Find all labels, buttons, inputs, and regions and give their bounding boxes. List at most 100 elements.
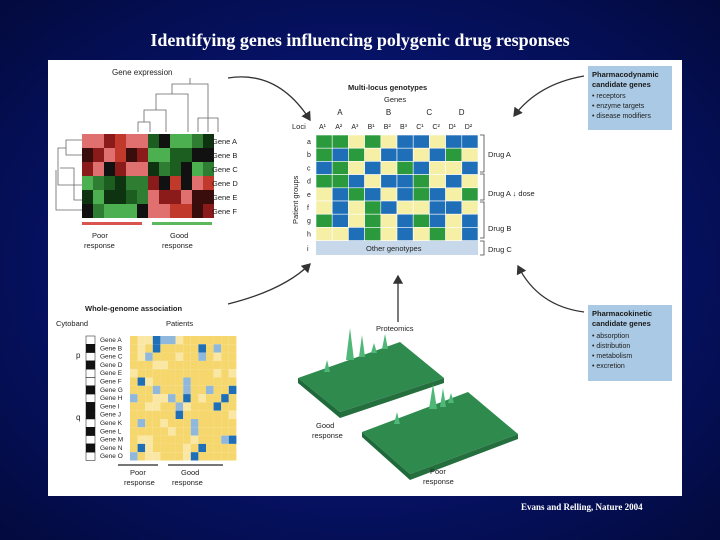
genotype-cell	[461, 213, 479, 228]
association-cell	[152, 344, 161, 353]
proteomics-surface-good	[298, 328, 444, 418]
association-cell	[168, 394, 176, 403]
genotype-cell	[315, 134, 333, 149]
genotype-cell	[348, 213, 365, 228]
association-cell	[198, 336, 206, 345]
genotype-cell	[396, 174, 414, 189]
genotype-cell	[364, 227, 382, 241]
association-cell	[168, 443, 176, 453]
association-cell	[145, 419, 153, 428]
genotype-cell	[315, 174, 333, 189]
genotype-cell	[396, 200, 414, 215]
whole-genome-gene-label: Gene J	[100, 412, 121, 419]
association-cell	[198, 419, 206, 428]
genotype-cell	[348, 147, 365, 162]
association-cell	[145, 443, 153, 453]
association-cell	[160, 344, 168, 353]
pk-item: • absorption	[592, 333, 629, 340]
genotype-cell	[412, 213, 430, 228]
association-cell	[190, 427, 199, 436]
association-cell	[130, 360, 138, 370]
association-cell	[221, 369, 229, 378]
association-cell	[160, 385, 168, 395]
association-cell	[198, 344, 206, 353]
genotype-cell	[445, 174, 463, 189]
heatmap-cell	[93, 162, 104, 176]
association-cell	[137, 377, 146, 386]
prot-good-line1: Good	[316, 421, 334, 430]
wg-good-line2: response	[172, 478, 203, 487]
genotype-cell	[461, 187, 479, 202]
association-cell	[213, 360, 222, 370]
arm-p-label: p	[76, 351, 81, 360]
ge-good-line2: response	[162, 241, 193, 250]
genotype-cell	[380, 174, 398, 189]
association-cell	[198, 452, 206, 461]
other-genotypes-label: Other genotypes	[366, 244, 422, 253]
association-cell	[221, 419, 229, 428]
association-cell	[190, 352, 199, 361]
flow-arrows	[227, 75, 585, 322]
pk-title-line2: candidate genes	[592, 319, 651, 328]
heatmap-cell	[148, 204, 159, 218]
heatmap-cell	[170, 134, 181, 148]
genotype-cell	[331, 174, 349, 189]
association-cell	[213, 377, 222, 386]
whole-genome-gene-label: Gene M	[100, 437, 123, 444]
association-cell	[145, 352, 153, 361]
prot-poor-line1: Poor	[430, 467, 446, 476]
heatmap-cell	[104, 134, 115, 148]
association-cell	[228, 410, 237, 419]
heatmap-cell	[137, 204, 148, 218]
genotype-cell	[331, 200, 349, 215]
genotype-cell	[348, 200, 365, 215]
association-cell	[168, 427, 176, 436]
genotype-cell	[331, 227, 349, 241]
cytoband	[85, 344, 96, 353]
association-cell	[183, 336, 191, 345]
association-cell	[160, 419, 168, 428]
heatmap-cell	[170, 162, 181, 176]
association-cell	[145, 402, 153, 411]
cytoband	[85, 385, 96, 395]
heatmap-cell	[126, 148, 137, 162]
patients-label: Patients	[166, 319, 193, 328]
association-cell	[183, 452, 191, 461]
whole-genome-gene-label: Gene B	[100, 345, 122, 352]
association-cell	[160, 336, 168, 345]
heatmap-cell	[170, 204, 181, 218]
whole-genome-gene-label: Gene I	[100, 403, 120, 410]
association-cell	[160, 360, 168, 370]
ge-poor-line1: Poor	[92, 231, 108, 240]
association-cell	[152, 385, 161, 395]
genotype-cell	[445, 200, 463, 215]
association-cell	[137, 336, 146, 345]
association-cell	[221, 336, 229, 345]
association-cell	[221, 344, 229, 353]
heatmap-cell	[93, 134, 104, 148]
association-cell	[168, 452, 176, 461]
association-cell	[152, 369, 161, 378]
association-cell	[206, 427, 214, 436]
pd-item: • disease modifiers	[592, 113, 651, 120]
gene-expression-title: Gene expression	[112, 68, 172, 77]
heatmap-cell	[203, 162, 214, 176]
association-cell	[160, 452, 168, 461]
locus-label: D¹	[449, 124, 457, 131]
association-cell	[206, 435, 214, 444]
association-cell	[160, 352, 168, 361]
association-cell	[152, 360, 161, 370]
heatmap-cell	[137, 162, 148, 176]
association-cell	[145, 344, 153, 353]
heatmap-cell	[82, 162, 93, 176]
association-cell	[137, 435, 146, 444]
heatmap-cell	[115, 204, 126, 218]
arrow-pd-to-genotypes	[513, 75, 585, 118]
patient-row-label: d	[307, 179, 311, 186]
association-cell	[152, 410, 161, 419]
heatmap-cell	[104, 162, 115, 176]
association-cell	[221, 435, 229, 444]
heatmap-cell	[170, 176, 181, 190]
association-cell	[183, 419, 191, 428]
